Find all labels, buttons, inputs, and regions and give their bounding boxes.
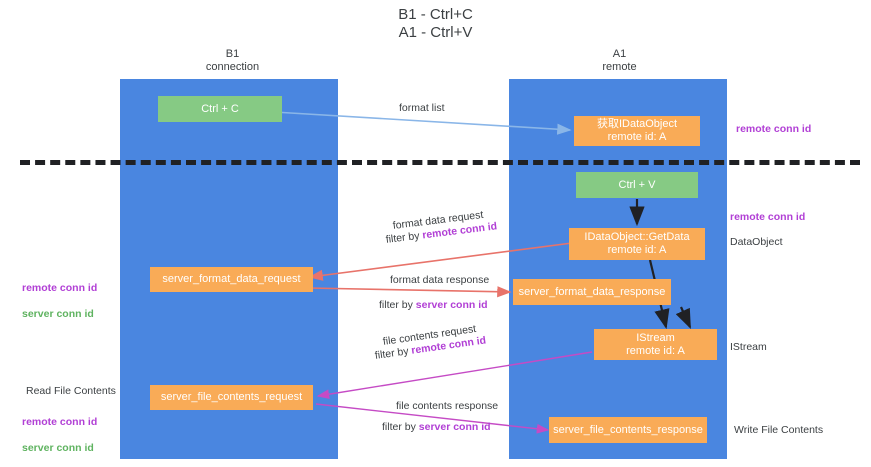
filter-key-server-conn-id: server conn id (415, 299, 488, 311)
page-title: B1 - Ctrl+C A1 - Ctrl+V (398, 6, 473, 41)
connector-format-data-response (307, 286, 512, 298)
edge-label-format-list: format list (399, 102, 445, 114)
box-server-format-data-response[interactable]: server_format_data_response (513, 279, 671, 305)
filter-prefix: filter by (374, 344, 413, 362)
section-divider (20, 160, 860, 165)
filter-prefix: filter by (382, 421, 419, 433)
annotation-remote-conn-id: remote conn id (22, 282, 98, 294)
box-ctrl-v[interactable]: Ctrl + V (576, 172, 698, 198)
box-server-format-data-request[interactable]: server_format_data_request (150, 267, 313, 292)
edge-label-file-contents-response: file contents response (396, 400, 499, 412)
lane-header-b1: B1 connection (205, 48, 260, 73)
annotation-server-conn-id: server conn id (22, 442, 94, 454)
box-istream[interactable]: IStream remote id: A (594, 329, 717, 360)
box-ctrl-c[interactable]: Ctrl + C (158, 96, 282, 122)
box-get-idataobject[interactable]: 获取IDataObject remote id: A (574, 116, 700, 146)
annotation-write-file-contents: Write File Contents (734, 424, 824, 436)
box-server-file-contents-response[interactable]: server_file_contents_response (549, 417, 707, 443)
annotation-remote-conn-id: remote conn id (22, 416, 98, 428)
annotation-server-conn-id: server conn id (22, 308, 94, 320)
filter-prefix: filter by (385, 229, 424, 246)
annotation-conn-ids-top: remote conn id server conn id (22, 269, 97, 321)
annotation-conn-ids-bottom: remote conn id server conn id (22, 403, 97, 455)
edge-label-format-data-response-filter: filter by server conn id (379, 298, 488, 312)
annotation-remote-conn-id-mid: remote conn id (730, 211, 806, 223)
edge-label-file-contents-response-filter: filter by server conn id (382, 420, 491, 434)
lane-header-a1: A1 remote (602, 48, 637, 73)
box-server-file-contents-request[interactable]: server_file_contents_request (150, 385, 313, 410)
box-idataobject-getdata[interactable]: IDataObject::GetData remote id: A (569, 228, 705, 260)
filter-prefix: filter by (379, 299, 416, 311)
edge-label-format-data-response: format data response (390, 274, 490, 286)
annotation-read-file-contents: Read File Contents (26, 385, 116, 397)
annotation-remote-conn-id-top: remote conn id (736, 123, 812, 135)
annotation-istream: IStream (730, 341, 767, 353)
annotation-dataobject: DataObject (730, 236, 783, 248)
filter-key-server-conn-id: server conn id (418, 421, 491, 433)
